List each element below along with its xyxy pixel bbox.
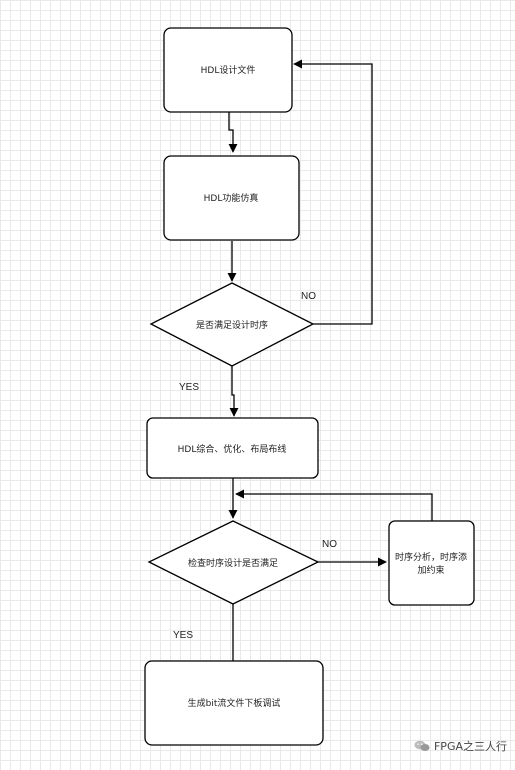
label-hdl-sim: HDL功能仿真 xyxy=(204,192,259,204)
watermark-text: FPGA之三人行 xyxy=(433,740,507,753)
label-timing-analysis-line1: 时序分析，时序添 xyxy=(395,551,467,563)
node-synthesis-box xyxy=(146,417,319,479)
node-check-design-diamond xyxy=(149,282,315,367)
label-timing-analysis-line2: 加约束 xyxy=(417,564,444,576)
edge-no-loop-back xyxy=(293,59,373,325)
edge-analysis-loop xyxy=(235,489,433,521)
label-hdl-design: HDL设计文件 xyxy=(201,64,256,76)
edge-label-yes-2: YES xyxy=(173,630,193,641)
node-timing-analysis-box xyxy=(388,520,475,606)
label-check-timing: 检查时序设计是否满足 xyxy=(188,557,278,569)
label-generate-bit: 生成bit流文件下板调试 xyxy=(188,697,281,709)
edge-design-to-sim xyxy=(228,112,238,153)
node-hdl-sim-box xyxy=(163,155,300,241)
node-hdl-design-box xyxy=(163,27,293,113)
edge-label-no-2: NO xyxy=(322,539,337,550)
edge-check-to-synthesis xyxy=(229,366,239,417)
node-generate-bit-box xyxy=(144,660,324,746)
node-check-timing-diamond xyxy=(147,520,320,605)
watermark: FPGA之三人行 xyxy=(414,738,507,754)
label-synthesis: HDL综合、优化、布局布线 xyxy=(178,443,287,455)
edge-label-yes-1: YES xyxy=(179,382,199,393)
edge-label-no-1: NO xyxy=(301,291,316,302)
wechat-icon xyxy=(414,740,430,751)
label-check-design: 是否满足设计时序 xyxy=(196,319,268,331)
